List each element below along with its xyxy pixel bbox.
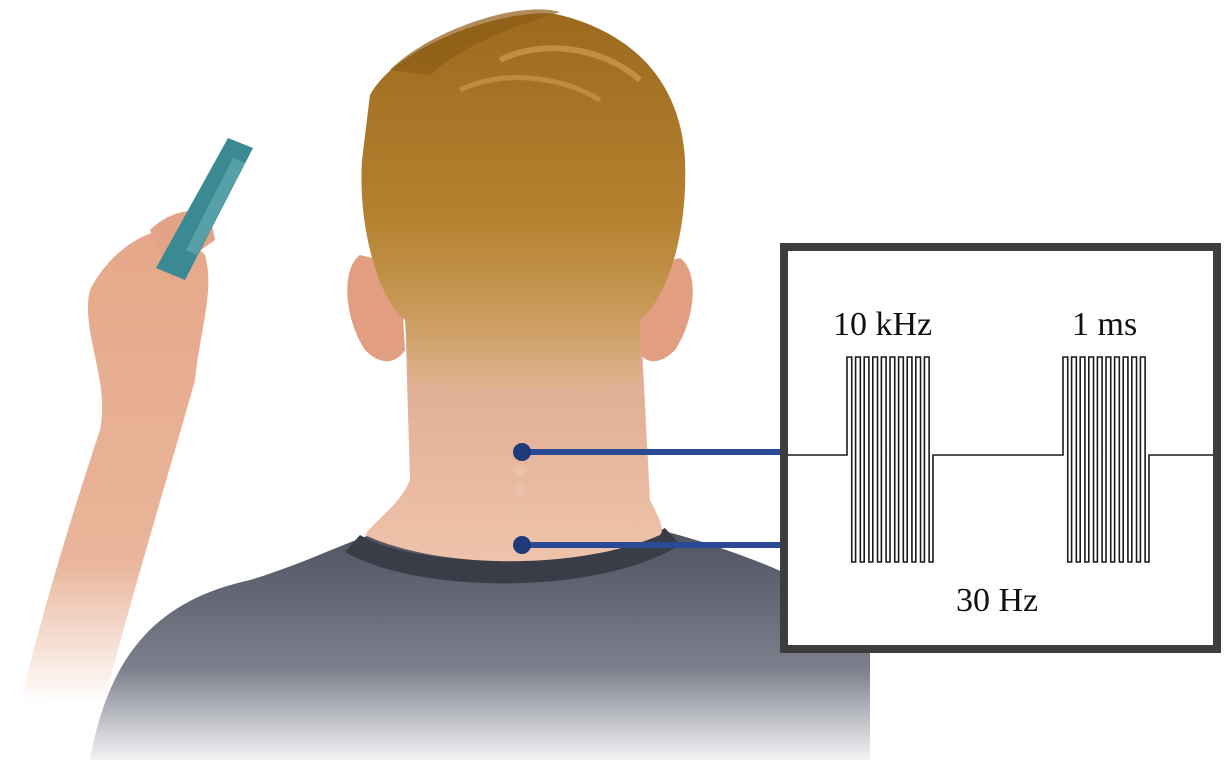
repetition-label: 30 Hz — [956, 582, 1038, 619]
head-hair — [361, 9, 685, 387]
frequency-label: 10 kHz — [833, 306, 932, 343]
shirt — [90, 528, 870, 760]
upper-electrode — [513, 443, 531, 461]
duration-label: 1 ms — [1072, 306, 1137, 343]
lower-electrode — [513, 536, 531, 554]
waveform-panel: 10 kHz 1 ms 30 Hz — [784, 247, 1217, 649]
